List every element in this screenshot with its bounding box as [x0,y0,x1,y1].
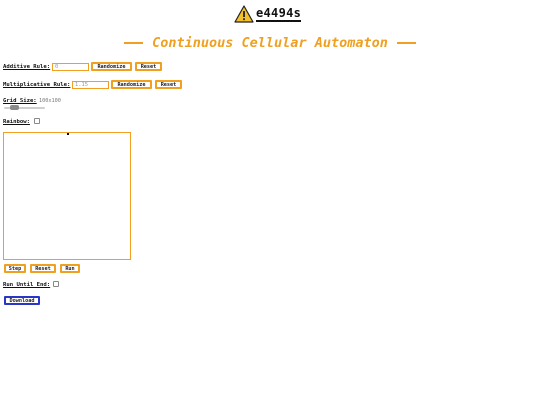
additive-rule-label: Additive Rule: [3,64,51,70]
grid-size-slider[interactable] [4,107,45,109]
title-dash-left [124,42,144,44]
run-until-end-label: Run Until End: [3,282,51,288]
page-title-text: Continuous Cellular Automaton [152,35,388,51]
download-button[interactable]: Download [4,296,40,305]
additive-reset-button[interactable]: Reset [135,62,162,71]
rainbow-checkbox[interactable] [34,118,40,124]
grid-size-value: 100x100 [39,98,61,104]
multiplicative-rule-label: Multiplicative Rule: [3,82,71,88]
multiplicative-randomize-button[interactable]: Randomize [111,80,152,89]
automaton-canvas[interactable] [3,132,131,260]
warning-triangle-icon [234,5,254,23]
multiplicative-rule-input[interactable] [72,81,109,89]
run-until-end-checkbox[interactable] [53,281,59,287]
step-button[interactable]: Step [4,264,26,273]
page-title: Continuous Cellular Automaton [0,35,540,51]
title-dash-right [396,42,416,44]
active-cell [67,133,69,135]
run-button[interactable]: Run [60,264,80,273]
grid-size-slider-thumb[interactable] [10,105,19,110]
grid-size-label: Grid Size: [3,98,37,104]
site-logo[interactable]: e4494s [234,5,302,23]
rainbow-label: Rainbow: [3,119,30,125]
additive-rule-input[interactable] [52,63,89,71]
logo-text: e4494s [256,5,302,22]
multiplicative-reset-button[interactable]: Reset [155,80,182,89]
reset-button[interactable]: Reset [30,264,56,273]
additive-randomize-button[interactable]: Randomize [91,62,132,71]
